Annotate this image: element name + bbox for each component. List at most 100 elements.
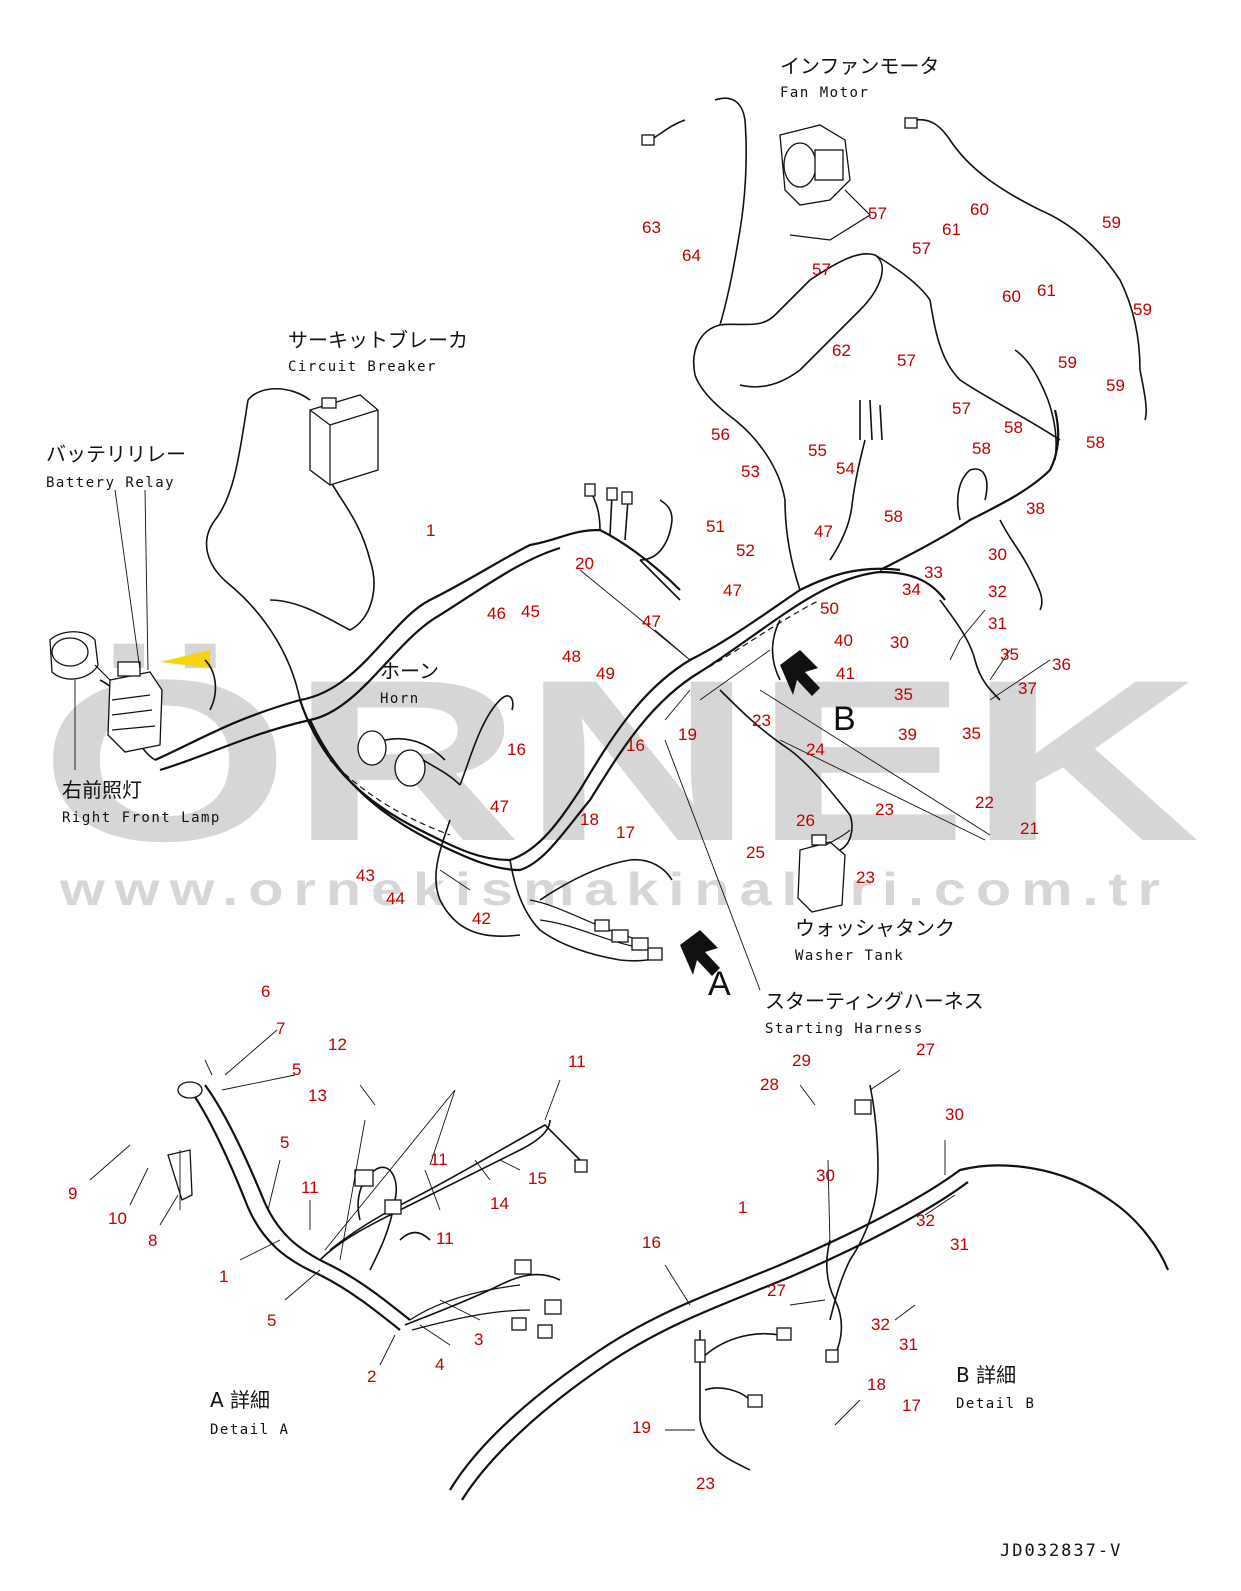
callout: 45 [521,602,540,621]
callout: 30 [988,545,1007,564]
callout: 19 [632,1418,651,1437]
callout: 1 [426,521,435,540]
watermark-brand: ÖRNEK [40,632,1200,889]
callout: 32 [916,1211,935,1230]
fan-motor-label-en: Fan Motor [780,85,869,101]
callout: 1 [738,1198,747,1217]
detail-a-label-en: Detail A [210,1422,289,1438]
callout: 27 [767,1281,786,1300]
callout: 32 [988,582,1007,601]
callout: 24 [806,740,825,759]
callout: 58 [1004,418,1023,437]
callout: 53 [741,462,760,481]
callout: 22 [975,793,994,812]
battery-relay-label-jp: バッテリリレー [46,442,186,466]
callout: 55 [808,441,827,460]
callout: 54 [836,459,855,478]
callout: 17 [616,823,635,842]
callout: 30 [816,1166,835,1185]
fan-motor-label-jp: インファンモータ [780,54,939,78]
callout: 9 [68,1184,77,1203]
callout: 60 [970,200,989,219]
callout: 23 [696,1474,715,1493]
washer-tank-label-jp: ウォッシャタンク [795,916,955,940]
callout: 26 [796,811,815,830]
callout: 30 [945,1105,964,1124]
right-front-lamp-part [49,631,111,681]
callout: 60 [1002,287,1021,306]
callout: 47 [814,522,833,541]
circuit-breaker-label-jp: サーキットブレーカ [288,328,468,352]
callout: 13 [308,1086,327,1105]
callout: 39 [898,725,917,744]
callout: 23 [875,800,894,819]
circuit-breaker-label-en: Circuit Breaker [288,359,437,375]
callout: 57 [812,260,831,279]
watermark: ÖRNEK www.ornekismakinalari.com.tr [40,632,1200,915]
callout: 33 [924,563,943,582]
callout: 8 [148,1231,157,1250]
callout: 64 [682,246,701,265]
detail-b-label-en: Detail B [956,1396,1035,1412]
callout: 47 [723,581,742,600]
detail-b-assembly [449,1069,1170,1501]
callout: 11 [430,1150,448,1169]
view-letter-b: B [833,700,856,738]
callout: 62 [832,341,851,360]
callout: 16 [642,1233,661,1252]
callout: 23 [752,711,771,730]
callout: 14 [490,1194,509,1213]
callout: 17 [902,1396,921,1415]
callout: 57 [868,204,887,223]
callout: 56 [711,425,730,444]
callout: 5 [280,1133,289,1152]
detail-a-label-jp: A 詳細 [210,1388,270,1412]
callout: 34 [902,580,921,599]
callout: 16 [507,740,526,759]
callout: 21 [1020,819,1039,838]
starting-harness-label-jp: スターティングハーネス [765,989,984,1013]
callout: 25 [746,843,765,862]
callout: 31 [988,614,1007,633]
callout: 58 [972,439,991,458]
right-front-lamp-label-en: Right Front Lamp [62,810,221,826]
circuit-breaker-part [309,394,379,486]
callout: 59 [1058,353,1077,372]
callout: 52 [736,541,755,560]
starting-harness-label-en: Starting Harness [765,1021,924,1037]
callout: 49 [596,664,615,683]
callout: 51 [706,517,725,536]
drawing-code: JD032837-V [1000,1541,1122,1561]
callout: 50 [820,599,839,618]
callout: 46 [487,604,506,623]
callout: 59 [1102,213,1121,232]
callout: 1 [219,1267,228,1286]
detail-a-assembly [89,1029,588,1366]
callout: 59 [1133,300,1152,319]
callout: 42 [472,909,491,928]
callout: 19 [678,725,697,744]
washer-tank-part [797,829,851,913]
callout: 29 [792,1051,811,1070]
battery-relay-part [107,661,163,753]
callout: 6 [261,982,270,1001]
detail-b-label-jp: B 詳細 [956,1363,1016,1387]
callout: 28 [760,1075,779,1094]
callout: 61 [942,220,961,239]
horn-label-en: Horn [380,691,420,707]
callout: 40 [834,631,853,650]
view-letter-a: A [708,965,731,1003]
callout: 30 [890,633,909,652]
washer-tank-label-en: Washer Tank [795,948,904,964]
callout: 36 [1052,655,1071,674]
callout: 37 [1018,679,1037,698]
watermark-logo-accent [160,650,210,668]
callout: 4 [435,1355,444,1374]
horn-part [357,695,514,787]
callout: 35 [962,724,981,743]
callout: 57 [897,351,916,370]
callout: 5 [267,1311,276,1330]
callout: 2 [367,1367,376,1386]
callout: 27 [916,1040,935,1059]
